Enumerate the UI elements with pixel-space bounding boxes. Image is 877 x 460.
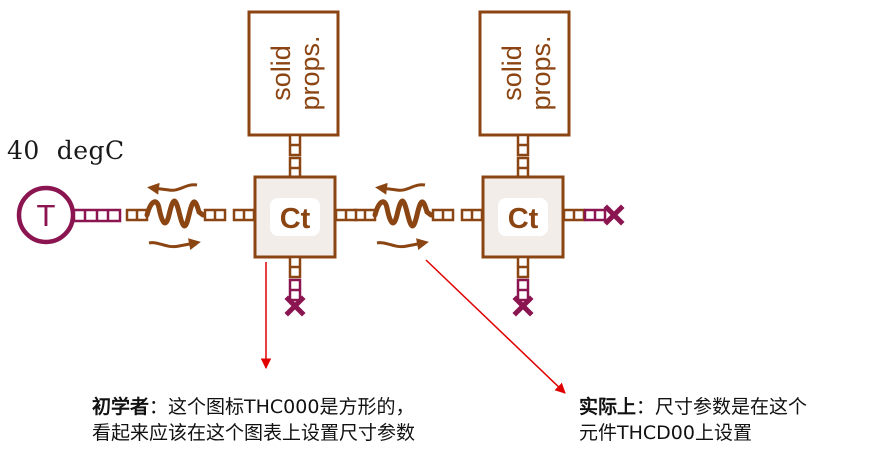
ct-frame <box>481 175 565 259</box>
conductor-wave-icon <box>144 198 206 229</box>
thermal-capacitance-1[interactable]: solidprops. Ct <box>232 10 358 317</box>
ct2-right-cap-port <box>583 208 607 222</box>
boundary-temperature-value: 40 degC <box>7 136 125 165</box>
heat-flow-left-arrow-icon <box>375 182 426 195</box>
heat-flow-right-arrow-icon <box>148 238 201 251</box>
props-port <box>288 133 302 157</box>
annotation-beginner-line2: 看起来应该在这个图表上设置尺寸参数 <box>92 422 416 444</box>
annotation-beginner-title: 初学者 <box>92 396 150 418</box>
ct-bottom-cap-x-icon <box>284 295 306 317</box>
solid-props-frame <box>247 10 340 137</box>
heat-flow-left-arrow-icon <box>147 182 198 195</box>
ct-port-top <box>288 156 302 180</box>
ct-port-left <box>460 208 484 222</box>
ct-port-bottom <box>516 255 530 279</box>
ct-label-bg <box>498 198 548 236</box>
conductor-port-right <box>203 208 227 222</box>
heat-flow-right-arrow-icon <box>376 238 429 251</box>
annotation-actual-title: 实际上 <box>579 396 637 418</box>
ct-port-bottom <box>288 255 302 279</box>
solid-props-label: solidprops. <box>497 35 556 110</box>
solid-props-block: solidprops. <box>247 10 340 137</box>
annotation-beginner: 初学者：这个图标THC000是方形的， 看起来应该在这个图表上设置尺寸参数 <box>92 394 415 446</box>
ct-bottom-cap-x-icon <box>512 295 534 317</box>
solid-props-frame <box>478 10 571 137</box>
conductor-port-right <box>431 208 455 222</box>
ct-port-right <box>562 208 586 222</box>
annotation-actual-line1: ：尺寸参数是在这个 <box>636 396 808 418</box>
annotation-actual-line2: 元件THCD00上设置 <box>579 422 752 444</box>
temperature-boundary[interactable]: T <box>16 185 122 245</box>
conductor-port-left <box>353 208 377 222</box>
conductor-wave-icon <box>372 198 434 229</box>
ct-bottom-cap-port <box>516 278 530 302</box>
ct-port-right <box>334 208 358 222</box>
annotation-beginner-line1: ：这个图标THC000是方形的， <box>149 396 415 418</box>
annotation-arrow-2 <box>425 259 566 394</box>
ct-label: Ct <box>508 203 539 235</box>
ct-bottom-cap-port <box>288 278 302 302</box>
conductor-port-left <box>125 208 149 222</box>
heat-conductor-2[interactable] <box>353 182 455 251</box>
annotation-actual: 实际上：尺寸参数是在这个 元件THCD00上设置 <box>579 394 807 446</box>
ct-port-top <box>516 156 530 180</box>
ct-port-left <box>232 208 256 222</box>
thermal-capacitance-2[interactable]: solidprops. Ct <box>460 10 625 317</box>
temperature-boundary-letter: T <box>37 198 56 233</box>
props-port <box>516 133 530 157</box>
solid-props-label: solidprops. <box>266 35 325 110</box>
boundary-port <box>72 208 122 223</box>
heat-conductor-1[interactable] <box>125 182 227 251</box>
ct2-right-cap-x-icon <box>603 204 625 226</box>
ct-label-bg <box>270 198 320 236</box>
ct-label: Ct <box>280 203 311 235</box>
solid-props-block: solidprops. <box>478 10 571 137</box>
